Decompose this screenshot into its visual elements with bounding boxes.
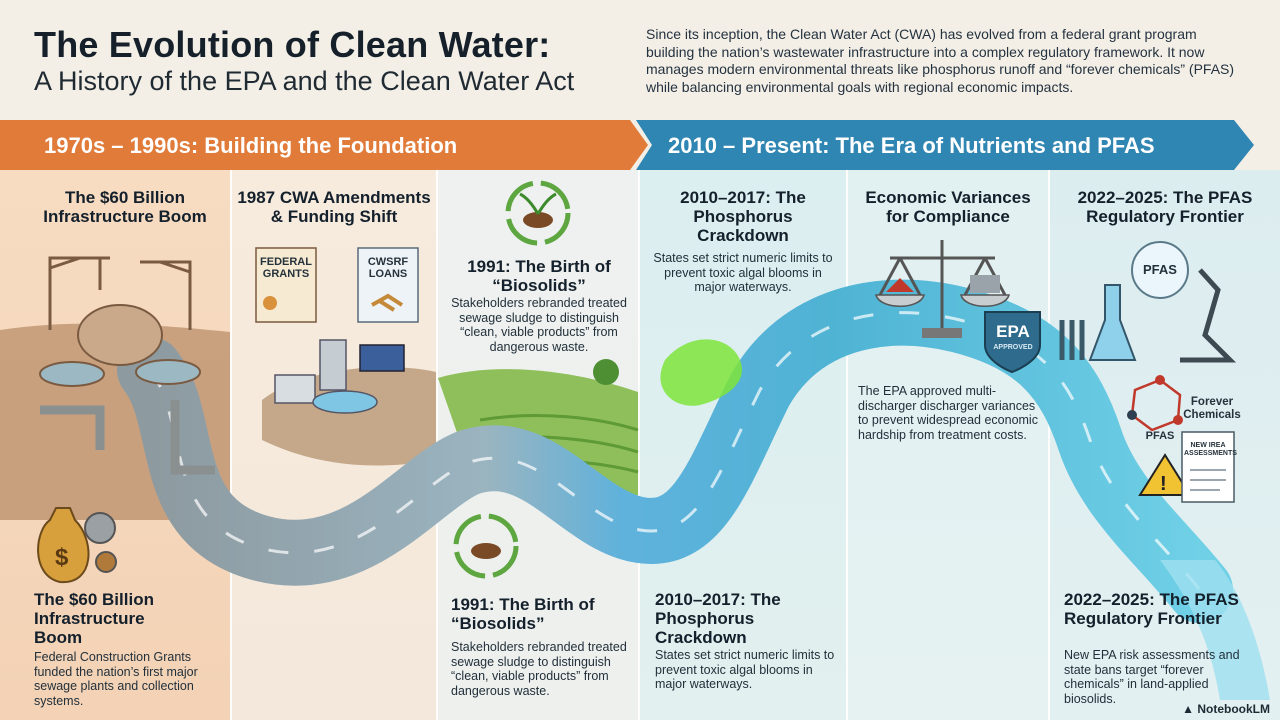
epa-shield-label: EPA bbox=[996, 322, 1030, 341]
phosphorus-bottom-text: States set strict numeric limits to prev… bbox=[655, 648, 835, 691]
sprout-icon bbox=[519, 192, 557, 215]
scale-icon bbox=[878, 240, 1007, 330]
brand-icon: ▲ bbox=[1182, 702, 1198, 716]
warning-icon bbox=[1138, 453, 1192, 496]
treatment-dome-icon bbox=[77, 304, 163, 366]
federal-grants-document-icon bbox=[255, 247, 317, 323]
waterfall bbox=[1160, 560, 1270, 700]
assessment-document-label: NEW IREA ASSESSMENTS bbox=[1184, 442, 1237, 457]
phosphorus-heading: 2010–2017: The Phosphorus Crackdown bbox=[680, 188, 806, 245]
intro-paragraph: Since its inception, the Clean Water Act… bbox=[646, 26, 1235, 95]
column-divider bbox=[638, 170, 640, 720]
recycle-soil-icon bbox=[505, 180, 571, 246]
era-banner-foundation bbox=[0, 120, 648, 170]
clarifier-tank-icon bbox=[39, 361, 105, 387]
biosolids-heading: 1991: The Birth of “Biosolids” bbox=[467, 257, 611, 295]
page-subtitle: A History of the EPA and the Clean Water… bbox=[34, 66, 575, 96]
pfas-bubble-label: PFAS bbox=[1143, 262, 1177, 277]
cwsrf-loans-document-icon bbox=[357, 247, 419, 323]
silo-icon bbox=[319, 339, 347, 391]
scale-base-icon bbox=[922, 328, 962, 338]
infrastructure-bottom-text: Federal Construction Grants funded the n… bbox=[34, 650, 198, 708]
gear-icon bbox=[84, 512, 116, 544]
phosphorus-text: States set strict numeric limits to prev… bbox=[653, 251, 833, 294]
era-label-present: 2010 – Present: The Era of Nutrients and… bbox=[668, 133, 1155, 158]
col-bg-variances bbox=[848, 170, 1048, 720]
money-bag-icon bbox=[37, 507, 90, 584]
biosolids-bottom-heading: 1991: The Birth of “Biosolids” bbox=[451, 595, 595, 633]
soil-icon bbox=[471, 543, 501, 559]
handshake-icon bbox=[371, 293, 404, 312]
pfas-bottom-heading: 2022–2025: The PFAS Regulatory Frontier bbox=[1064, 590, 1239, 628]
brand-label: ▲ NotebookLM bbox=[1182, 702, 1270, 716]
molecule-icon bbox=[1130, 378, 1182, 432]
variances-heading: Economic Variances for Compliance bbox=[865, 188, 1031, 226]
brand-text: NotebookLM bbox=[1197, 702, 1270, 716]
infrastructure-bottom-heading: The $60 Billion Infrastructure Boom bbox=[34, 590, 154, 647]
shield-icon bbox=[984, 311, 1041, 374]
page-title: The Evolution of Clean Water: bbox=[34, 24, 551, 65]
federal-grants-label: FEDERAL GRANTS bbox=[260, 256, 312, 280]
column-divider bbox=[1048, 170, 1050, 720]
document-lines-icon bbox=[1190, 469, 1226, 491]
soil-icon bbox=[523, 212, 553, 228]
pipe-icon bbox=[40, 400, 215, 475]
era-label-foundation: 1970s – 1990s: Building the Foundation bbox=[44, 133, 457, 158]
crane-icon bbox=[48, 256, 192, 330]
cwsrf-loans-label: CWSRF LOANS bbox=[367, 256, 409, 280]
pfas-bubble-icon bbox=[1131, 241, 1189, 299]
factory-icon bbox=[970, 275, 1000, 293]
building-icon bbox=[274, 374, 316, 404]
test-tube-icon bbox=[1059, 320, 1085, 360]
molecule-atom-icon bbox=[1127, 410, 1137, 420]
clarifier-tank-icon bbox=[135, 359, 201, 385]
scale-pan-icon bbox=[875, 294, 1010, 307]
column-divider bbox=[230, 170, 232, 720]
era-banner-present bbox=[636, 120, 1254, 170]
pfas-molecule-label: PFAS bbox=[1145, 430, 1175, 442]
epa-shield-sublabel: APPROVED bbox=[993, 344, 1033, 351]
pfas-heading: 2022–2025: The PFAS Regulatory Frontier bbox=[1077, 188, 1253, 226]
biosolids-bottom-text: Stakeholders rebranded treated sewage sl… bbox=[451, 640, 627, 698]
gear-icon bbox=[95, 551, 117, 573]
solar-panel-icon bbox=[359, 344, 405, 372]
variances-text: The EPA approved multi-discharger discha… bbox=[858, 384, 1038, 442]
recycle-soil-icon bbox=[453, 513, 519, 579]
amendments-heading: 1987 CWA Amendments & Funding Shift bbox=[237, 188, 431, 226]
forever-chemicals-label: Forever Chemicals bbox=[1183, 396, 1241, 421]
seal-icon bbox=[263, 296, 277, 310]
water-tank-icon bbox=[312, 390, 378, 414]
algal-bloom bbox=[660, 339, 742, 406]
molecule-atom-icon bbox=[1155, 375, 1165, 385]
infrastructure-heading: The $60 Billion Infrastructure Boom bbox=[43, 188, 207, 226]
molecule-atom-icon bbox=[1173, 415, 1183, 425]
dollar-sign-icon: $ bbox=[55, 544, 69, 571]
warning-mark-icon: ! bbox=[1160, 473, 1167, 495]
flask-icon bbox=[1088, 284, 1137, 361]
column-divider bbox=[846, 170, 848, 720]
house-icon bbox=[886, 278, 914, 292]
pfas-bottom-text: New EPA risk assessments and state bans … bbox=[1064, 648, 1240, 706]
biosolids-text: Stakeholders rebranded treated sewage sl… bbox=[451, 296, 627, 354]
phosphorus-bottom-heading: 2010–2017: The Phosphorus Crackdown bbox=[655, 590, 781, 647]
microscope-icon bbox=[1180, 268, 1237, 363]
river-highlight bbox=[148, 311, 1202, 591]
tree-icon bbox=[593, 359, 619, 385]
